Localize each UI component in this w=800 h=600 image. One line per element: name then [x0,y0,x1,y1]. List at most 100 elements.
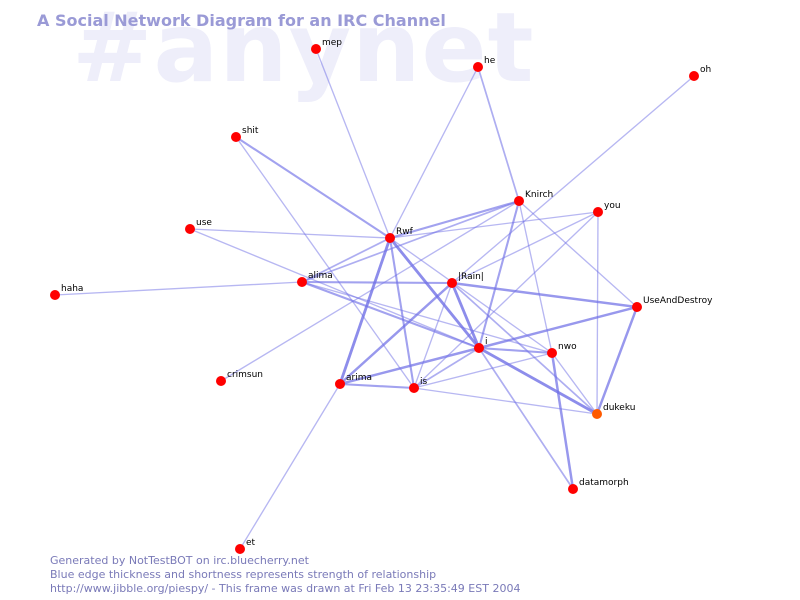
node-nwo: nwo [547,342,577,358]
node-dot-arima [335,379,345,389]
node-dukeku: dukeku [592,403,635,419]
channel-watermark: #anynet [72,0,535,104]
edge-rwf-arima [338,236,392,386]
edge-knirch-nwo [518,200,553,354]
edge-oh-rain [451,75,695,284]
node-he: he [473,56,496,72]
edge-rain-arima [338,281,454,386]
node-useanddestroy: UseAndDestroy [632,296,713,312]
node-label-datamorph: datamorph [579,478,629,488]
node-dot-crimsun [216,376,226,386]
edge-you-dukeku [596,211,599,415]
node-dot-shit [231,132,241,142]
edge-alima-i [300,280,481,350]
node-haha: haha [50,284,83,300]
edge-arima-is [338,382,416,390]
edge-rain-dukeku [451,282,598,415]
node-dot-useanddestroy [632,302,642,312]
node-i: i [474,337,488,353]
edge-rain-useanddestroy [450,281,639,309]
node-dot-rwf [385,233,395,243]
footer: Generated by NotTestBOT on irc.bluecherr… [50,554,520,596]
node-label-crimsun: crimsun [227,370,263,380]
edge-knirch-useanddestroy [518,200,638,308]
nodes-layer: mepheohshitKnirchyouuseRwfalima|Rain|hah… [50,38,713,554]
node-is: is [409,377,428,393]
node-dot-i [474,343,484,353]
edge-haha-alima [54,281,303,296]
edge-i-dukeku [477,346,599,416]
edge-use-rwf [189,228,391,239]
node-label-use: use [196,218,212,228]
footer-legend-note: Blue edge thickness and shortness repres… [50,568,437,581]
edge-nwo-datamorph [550,351,575,491]
edge-crimsun-knirch [220,200,520,382]
node-label-oh: oh [700,65,711,75]
edge-i-nwo [477,346,554,355]
node-label-arima: arima [346,373,372,383]
node-label-mep: mep [322,38,342,48]
node-label-nwo: nwo [558,342,577,352]
footer-generated-by: Generated by NotTestBOT on irc.bluecherr… [50,554,309,567]
edge-knirch-i [477,199,521,350]
node-label-rwf: Rwf [396,227,414,237]
node-shit: shit [231,126,259,142]
node-et: et [235,538,256,554]
edge-nwo-dukeku [551,352,598,415]
node-rain: |Rain| [447,272,484,288]
edge-mep-rwf [315,48,391,239]
edge-useanddestroy-dukeku [595,305,639,416]
node-label-rain: |Rain| [458,272,484,282]
node-dot-mep [311,44,321,54]
node-arima: arima [335,373,372,389]
node-dot-oh [689,71,699,81]
node-dot-he [473,62,483,72]
edge-rwf-alima [301,237,391,283]
edge-he-knirch [477,66,520,202]
edge-useanddestroy-i [477,305,639,350]
node-datamorph: datamorph [568,478,629,494]
edge-rwf-you [389,211,599,239]
edge-you-rain [451,211,599,284]
node-oh: oh [689,65,711,81]
node-dot-you [593,207,603,217]
edge-i-arima [338,346,481,386]
node-label-you: you [604,201,621,211]
node-dot-is [409,383,419,393]
edges-layer [54,48,695,550]
node-label-he: he [484,56,496,66]
edge-alima-rain [300,280,454,285]
node-label-i: i [485,337,488,347]
edge-nwo-is [413,352,553,389]
node-dot-dukeku [592,409,602,419]
edge-rain-is [413,282,453,389]
edge-i-datamorph [478,347,574,490]
node-knirch: Knirch [514,190,553,206]
edge-rain-i [450,281,481,350]
node-you: you [593,201,621,217]
edge-rwf-is [388,236,416,390]
footer-url-timestamp: http://www.jibble.org/piespy/ - This fra… [50,582,521,595]
node-dot-alima [297,277,307,287]
node-dot-use [185,224,195,234]
node-dot-datamorph [568,484,578,494]
node-dot-knirch [514,196,524,206]
edge-rwf-nwo [389,237,553,354]
node-mep: mep [311,38,342,54]
edge-i-is [413,347,480,389]
node-label-et: et [246,538,256,548]
node-label-dukeku: dukeku [603,403,635,413]
diagram-title: A Social Network Diagram for an IRC Chan… [37,11,446,30]
node-dot-et [235,544,245,554]
node-label-useanddestroy: UseAndDestroy [643,296,713,306]
node-rwf: Rwf [385,227,414,243]
edge-is-dukeku [413,387,598,415]
edge-he-rwf [389,66,479,239]
edge-shit-rwf [234,135,392,240]
node-crimsun: crimsun [216,370,263,386]
edge-rwf-knirch [388,199,521,240]
node-dot-nwo [547,348,557,358]
edge-use-i [189,228,480,349]
